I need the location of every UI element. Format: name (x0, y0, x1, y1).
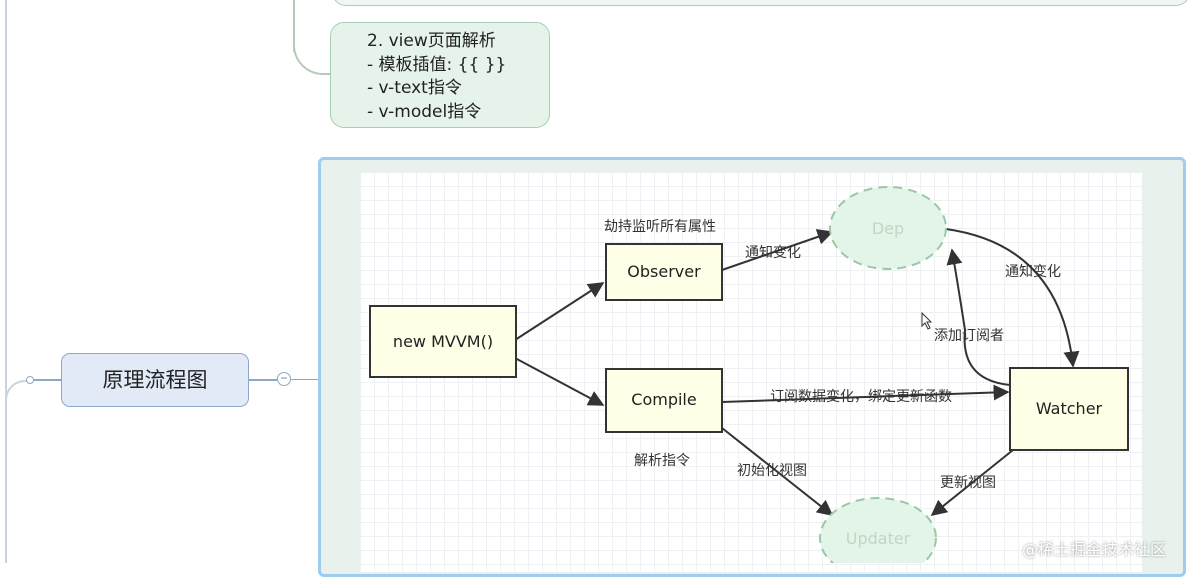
edge-compile-watcher (721, 384, 1010, 403)
label-subscribe: 订阅数据变化，绑定更新函数 (770, 389, 952, 405)
edge-observer-dep (721, 229, 834, 271)
mvvm-flow-diagram: new MVVM() Observer Compile Watcher Dep … (369, 186, 1129, 563)
label-init-view: 初始化视图 (737, 462, 807, 479)
node-watcher: Watcher (1009, 367, 1129, 451)
svg-text:Watcher: Watcher (1036, 399, 1103, 418)
label-hijack: 劫持监听所有属性 (604, 219, 716, 235)
connector-dot (26, 376, 34, 384)
svg-text:Observer: Observer (627, 262, 701, 281)
topic-to-collapse-line (249, 379, 277, 381)
node-observer: Observer (605, 243, 723, 301)
edge-dep-watcher (945, 228, 1080, 368)
topic-flowchart[interactable]: 原理流程图 (61, 353, 249, 407)
topic-connector-curve (5, 380, 29, 410)
collapse-to-image-line (291, 379, 318, 380)
node-dep: Dep (829, 186, 947, 270)
svg-text:Dep: Dep (872, 219, 904, 238)
edge-watcher-updater (930, 449, 1014, 517)
label-notify-1: 通知变化 (745, 244, 801, 261)
text-node-line-4: - v-model指令 (367, 101, 482, 122)
svg-text:new MVVM(): new MVVM() (393, 332, 493, 351)
node-compile: Compile (605, 368, 723, 433)
label-add-subscriber: 添加订阅者 (934, 328, 1004, 344)
edge-mvvm-observer (514, 282, 605, 341)
topic-connector-line (34, 379, 61, 381)
svg-text:Updater: Updater (846, 529, 911, 548)
watermark: @稀土掘金技术社区 (1022, 540, 1167, 559)
node-mvvm: new MVVM() (369, 305, 517, 378)
mindmap-spine-line (5, 0, 7, 563)
svg-text:Compile: Compile (631, 390, 696, 409)
edge-watcher-dep (946, 248, 1011, 386)
text-node-line-1: 2. view页面解析 (367, 31, 496, 51)
label-parse: 解析指令 (634, 453, 690, 469)
view-parsing-node[interactable]: 2. view页面解析 - 模板插值: {{ }} - v-text指令 - v… (330, 22, 550, 128)
cursor-icon (921, 311, 933, 330)
node-updater: Updater (819, 497, 937, 563)
edge-mvvm-compile (514, 357, 605, 406)
text-node-line-3: - v-text指令 (367, 78, 462, 98)
edge-compile-updater (721, 427, 834, 516)
label-update-view: 更新视图 (940, 475, 996, 491)
label-notify-2: 通知变化 (1005, 263, 1061, 280)
branch-line (293, 0, 295, 52)
collapse-button[interactable]: − (277, 372, 291, 386)
text-node-line-2: - 模板插值: {{ }} (367, 54, 507, 75)
